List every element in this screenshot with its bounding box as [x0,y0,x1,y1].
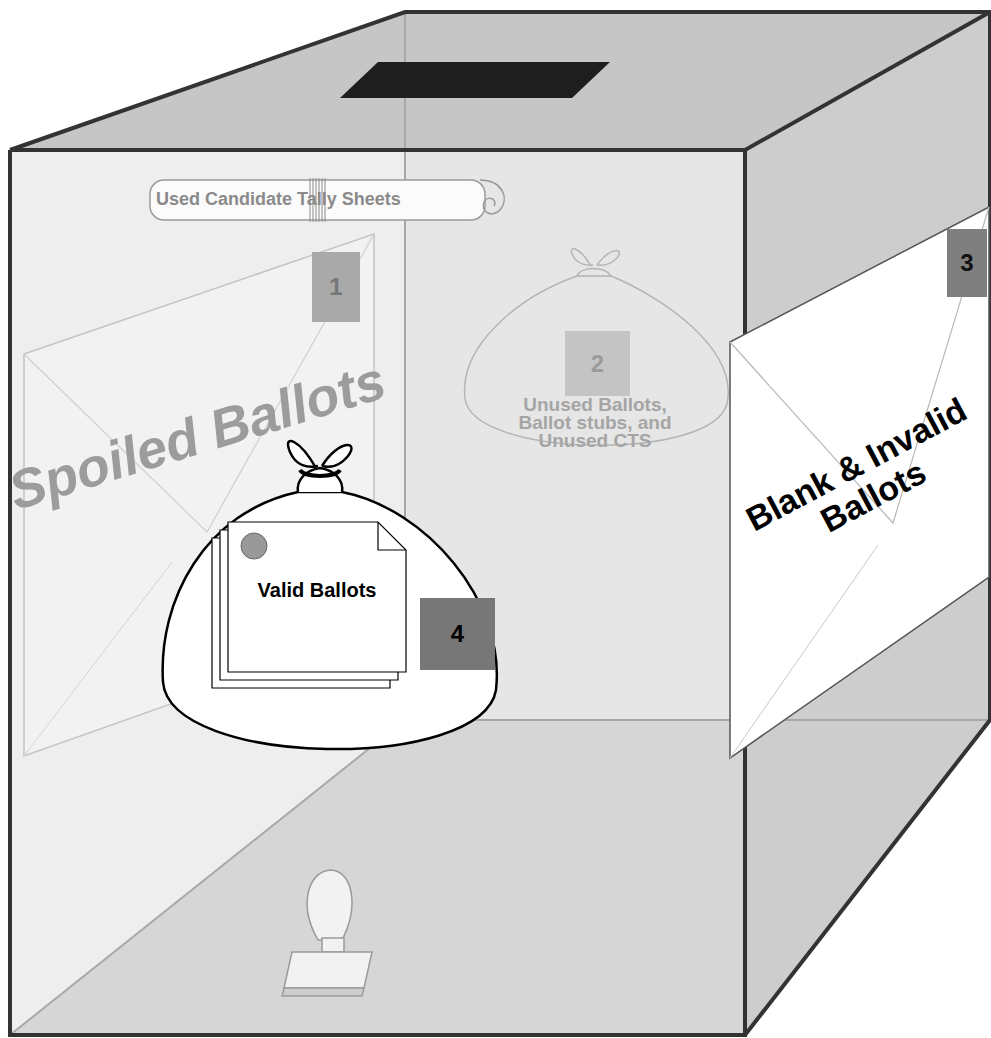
bag-neck [298,468,343,492]
callout-number-text: 4 [420,598,495,670]
box-top-edge [10,12,990,150]
ballot-label: Valid Ballots [242,580,392,600]
blank-invalid-envelope: Blank & Invalid Ballots3 [728,205,991,761]
callout-number-text: 1 [312,252,360,322]
box-top-face [10,12,990,150]
stamp-neck [322,938,344,952]
ballot-mark [241,533,267,559]
envelope-fold [730,545,878,758]
callout-number: 3 [947,229,987,297]
box-front-edge [10,150,745,1035]
valid-ballot-stack-outline [228,522,406,687]
ballot-slot [340,62,610,98]
stamp-base [284,952,372,988]
bag-tie [571,249,619,276]
scroll-label: Used Candidate Tally Sheets [156,189,486,210]
rubber-stamp [282,870,372,996]
callout-number: 2 [565,331,630,396]
box-back-edge [10,720,405,1035]
scroll-curl [480,180,504,214]
box-back-edge [405,719,990,721]
scroll-sheet [150,180,485,220]
callout-number: 1 [312,252,360,322]
callout-number-text: 2 [565,331,630,396]
stamp-pad [282,988,364,996]
page-corner-fold [378,522,406,550]
envelope-fold [24,562,172,756]
callout-number-text: 3 [947,229,987,297]
bag-label: Unused Ballots, Ballot stubs, and Unused… [500,396,690,450]
stamp-handle [307,870,352,940]
unused-ballot-bag: Unused Ballots, Ballot stubs, and Unused… [455,236,735,461]
valid-ballot-stack: Valid Ballots [228,522,406,687]
callout-number: 4 [420,598,495,670]
ballot-page [228,522,406,672]
tally-sheet-scroll: Used Candidate Tally Sheets [150,176,500,226]
